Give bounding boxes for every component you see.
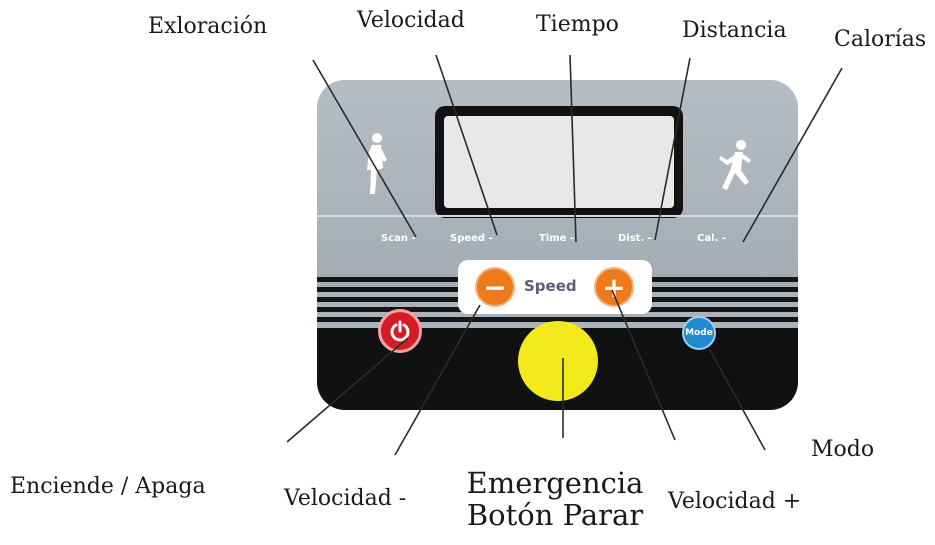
scan-label: Scan - <box>381 233 416 244</box>
treadmill-console: Scan - Speed - Time - Dist. - Cal. - − S… <box>317 80 798 410</box>
callout-emergency-line1: Emergencia <box>466 466 644 500</box>
callout-distance: Distancia <box>682 18 787 43</box>
emergency-stop-button[interactable] <box>518 321 598 401</box>
callout-mode: Modo <box>811 437 875 462</box>
speed-control-group: − Speed + <box>458 260 652 314</box>
distance-label: Dist. - <box>618 233 652 244</box>
speed-control-label: Speed <box>524 277 577 295</box>
label-divider <box>317 215 798 217</box>
power-button[interactable] <box>378 309 422 353</box>
power-icon <box>390 320 410 342</box>
callout-calories: Calorías <box>834 27 927 52</box>
running-figure-icon <box>719 140 751 190</box>
speed-up-button[interactable]: + <box>594 267 634 307</box>
callout-speed-up: Velocidad + <box>668 489 802 514</box>
callout-power: Enciende / Apaga <box>10 474 206 499</box>
lcd-display-screen <box>444 116 674 208</box>
speed-label: Speed - <box>450 233 493 244</box>
callout-speed: Velocidad <box>357 8 465 33</box>
callout-emergency-line2: Botón Parar <box>466 498 644 533</box>
mode-button[interactable]: Mode <box>682 316 716 350</box>
lcd-display-frame <box>435 106 683 218</box>
minus-icon: − <box>483 270 507 304</box>
speed-down-button[interactable]: − <box>475 267 515 307</box>
console-stripe <box>317 317 798 322</box>
callout-time: Tiempo <box>536 12 619 37</box>
time-label: Time - <box>539 233 575 244</box>
callout-speed-down: Velocidad - <box>284 486 407 511</box>
callout-scan: Exloración <box>148 14 268 39</box>
walking-figure-icon <box>367 133 387 194</box>
callout-emergency: Emergencia Botón Parar <box>460 467 650 532</box>
plus-icon: + <box>602 270 626 304</box>
mode-button-label: Mode <box>685 328 713 338</box>
calories-label: Cal. - <box>697 233 726 244</box>
